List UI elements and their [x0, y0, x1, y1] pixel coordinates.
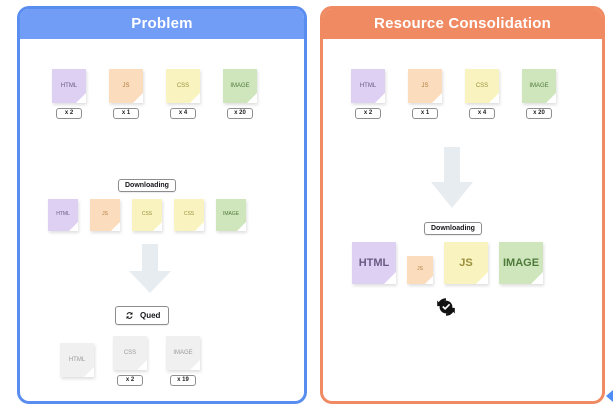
downloading-card-css-2[interactable]: CSS [174, 199, 204, 231]
page-fold-icon [489, 93, 499, 103]
page-fold-icon [531, 272, 543, 284]
count-badge: x 4 [170, 108, 196, 120]
file-card[interactable]: JS [408, 69, 442, 103]
page-fold-icon [190, 360, 200, 370]
count-badge: x 1 [113, 108, 139, 120]
file-card[interactable]: HTML [351, 69, 385, 103]
page-fold-icon [237, 222, 246, 231]
queued-card-css[interactable]: CSS x 2 [113, 336, 147, 387]
queued-card-html[interactable]: HTML [60, 343, 94, 386]
chevron-left-icon[interactable] [604, 389, 614, 403]
page-fold-icon [153, 222, 162, 231]
down-arrow-icon [127, 244, 173, 294]
count-badge: x 2 [117, 375, 143, 387]
page-fold-icon [111, 222, 120, 231]
page-fold-icon [137, 360, 147, 370]
resource-card-js[interactable]: JS x 1 [408, 69, 442, 120]
file-card[interactable]: IMAGE [223, 69, 257, 103]
file-card[interactable]: CSS [132, 199, 162, 231]
sync-check-icon [434, 295, 458, 319]
panel-problem-body: HTML x 2 JS x 1 CSS [20, 39, 304, 401]
file-card[interactable]: JS [407, 256, 433, 284]
sync-arrows-icon [124, 310, 135, 321]
page-fold-icon [69, 222, 78, 231]
queued-card-image[interactable]: IMAGE x 19 [166, 336, 200, 387]
qued-label-box: Qued [115, 306, 170, 325]
downloading-label: Downloading [424, 222, 482, 235]
count-badge: x 19 [170, 375, 196, 387]
resource-card-image[interactable]: IMAGE x 20 [522, 69, 556, 120]
file-card[interactable]: CSS [166, 69, 200, 103]
file-card[interactable]: HTML [352, 242, 396, 284]
count-badge: x 4 [469, 108, 495, 120]
resource-card-image[interactable]: IMAGE x 20 [223, 69, 257, 120]
downloading-card-image[interactable]: IMAGE [216, 199, 246, 231]
file-card[interactable]: HTML [52, 69, 86, 103]
panel-resource-consolidation-body: HTML x 2 JS x 1 CSS [323, 39, 602, 401]
problem-stage2-row: HTML JS CSS [48, 199, 246, 231]
page-fold-icon [476, 272, 488, 284]
bundle-card-image[interactable]: IMAGE [499, 242, 543, 284]
page-fold-icon [546, 93, 556, 103]
qued-label: Qued [140, 311, 161, 320]
file-card[interactable]: JS [90, 199, 120, 231]
bundle-card-html[interactable]: HTML [352, 242, 396, 284]
file-card[interactable]: CSS [174, 199, 204, 231]
file-card[interactable]: IMAGE [166, 336, 200, 370]
file-card[interactable]: JS [444, 242, 488, 284]
page-fold-icon [425, 276, 433, 284]
page-fold-icon [195, 222, 204, 231]
file-card[interactable]: HTML [48, 199, 78, 231]
down-arrow-icon [429, 147, 475, 209]
bundle-card-js-large[interactable]: JS [444, 242, 488, 284]
file-card[interactable]: HTML [60, 343, 94, 378]
file-card[interactable]: IMAGE [522, 69, 556, 103]
bundle-card-js-small[interactable]: JS [407, 256, 433, 284]
downloading-card-css-1[interactable]: CSS [132, 199, 162, 231]
resource-card-html[interactable]: HTML x 2 [52, 69, 86, 120]
resource-card-css[interactable]: CSS x 4 [465, 69, 499, 120]
resource-card-js[interactable]: JS x 1 [109, 69, 143, 120]
page-fold-icon [190, 93, 200, 103]
consolidation-stage1-row: HTML x 2 JS x 1 CSS [351, 69, 556, 120]
file-card[interactable]: CSS [465, 69, 499, 103]
count-badge: x 2 [355, 108, 381, 120]
page-fold-icon [133, 93, 143, 103]
page-fold-icon [76, 93, 86, 103]
downloading-card-html[interactable]: HTML [48, 199, 78, 231]
file-card[interactable]: CSS [113, 336, 147, 370]
page-fold-icon [384, 272, 396, 284]
resource-card-css[interactable]: CSS x 4 [166, 69, 200, 120]
downloading-label: Downloading [118, 179, 176, 192]
downloading-card-js[interactable]: JS [90, 199, 120, 231]
problem-stage1-row: HTML x 2 JS x 1 CSS [52, 69, 257, 120]
consolidation-stage2-row: HTML JS JS [352, 242, 543, 284]
count-badge: x 20 [526, 108, 552, 120]
panel-resource-consolidation-title: Resource Consolidation [323, 9, 602, 39]
page-fold-icon [432, 93, 442, 103]
file-card[interactable]: IMAGE [499, 242, 543, 284]
panel-problem: Problem HTML x 2 JS x 1 [17, 6, 307, 404]
file-card[interactable]: IMAGE [216, 199, 246, 231]
count-badge: x 1 [412, 108, 438, 120]
problem-stage3-row: HTML CSS x 2 IMAGE [60, 336, 200, 387]
page-fold-icon [247, 93, 257, 103]
page-fold-icon [84, 367, 94, 378]
count-badge: x 20 [227, 108, 253, 120]
page-fold-icon [375, 93, 385, 103]
resource-card-html[interactable]: HTML x 2 [351, 69, 385, 120]
panel-problem-title: Problem [20, 9, 304, 39]
panel-resource-consolidation: Resource Consolidation HTML x 2 JS x [320, 6, 605, 404]
count-badge: x 2 [56, 108, 82, 120]
file-card[interactable]: JS [109, 69, 143, 103]
